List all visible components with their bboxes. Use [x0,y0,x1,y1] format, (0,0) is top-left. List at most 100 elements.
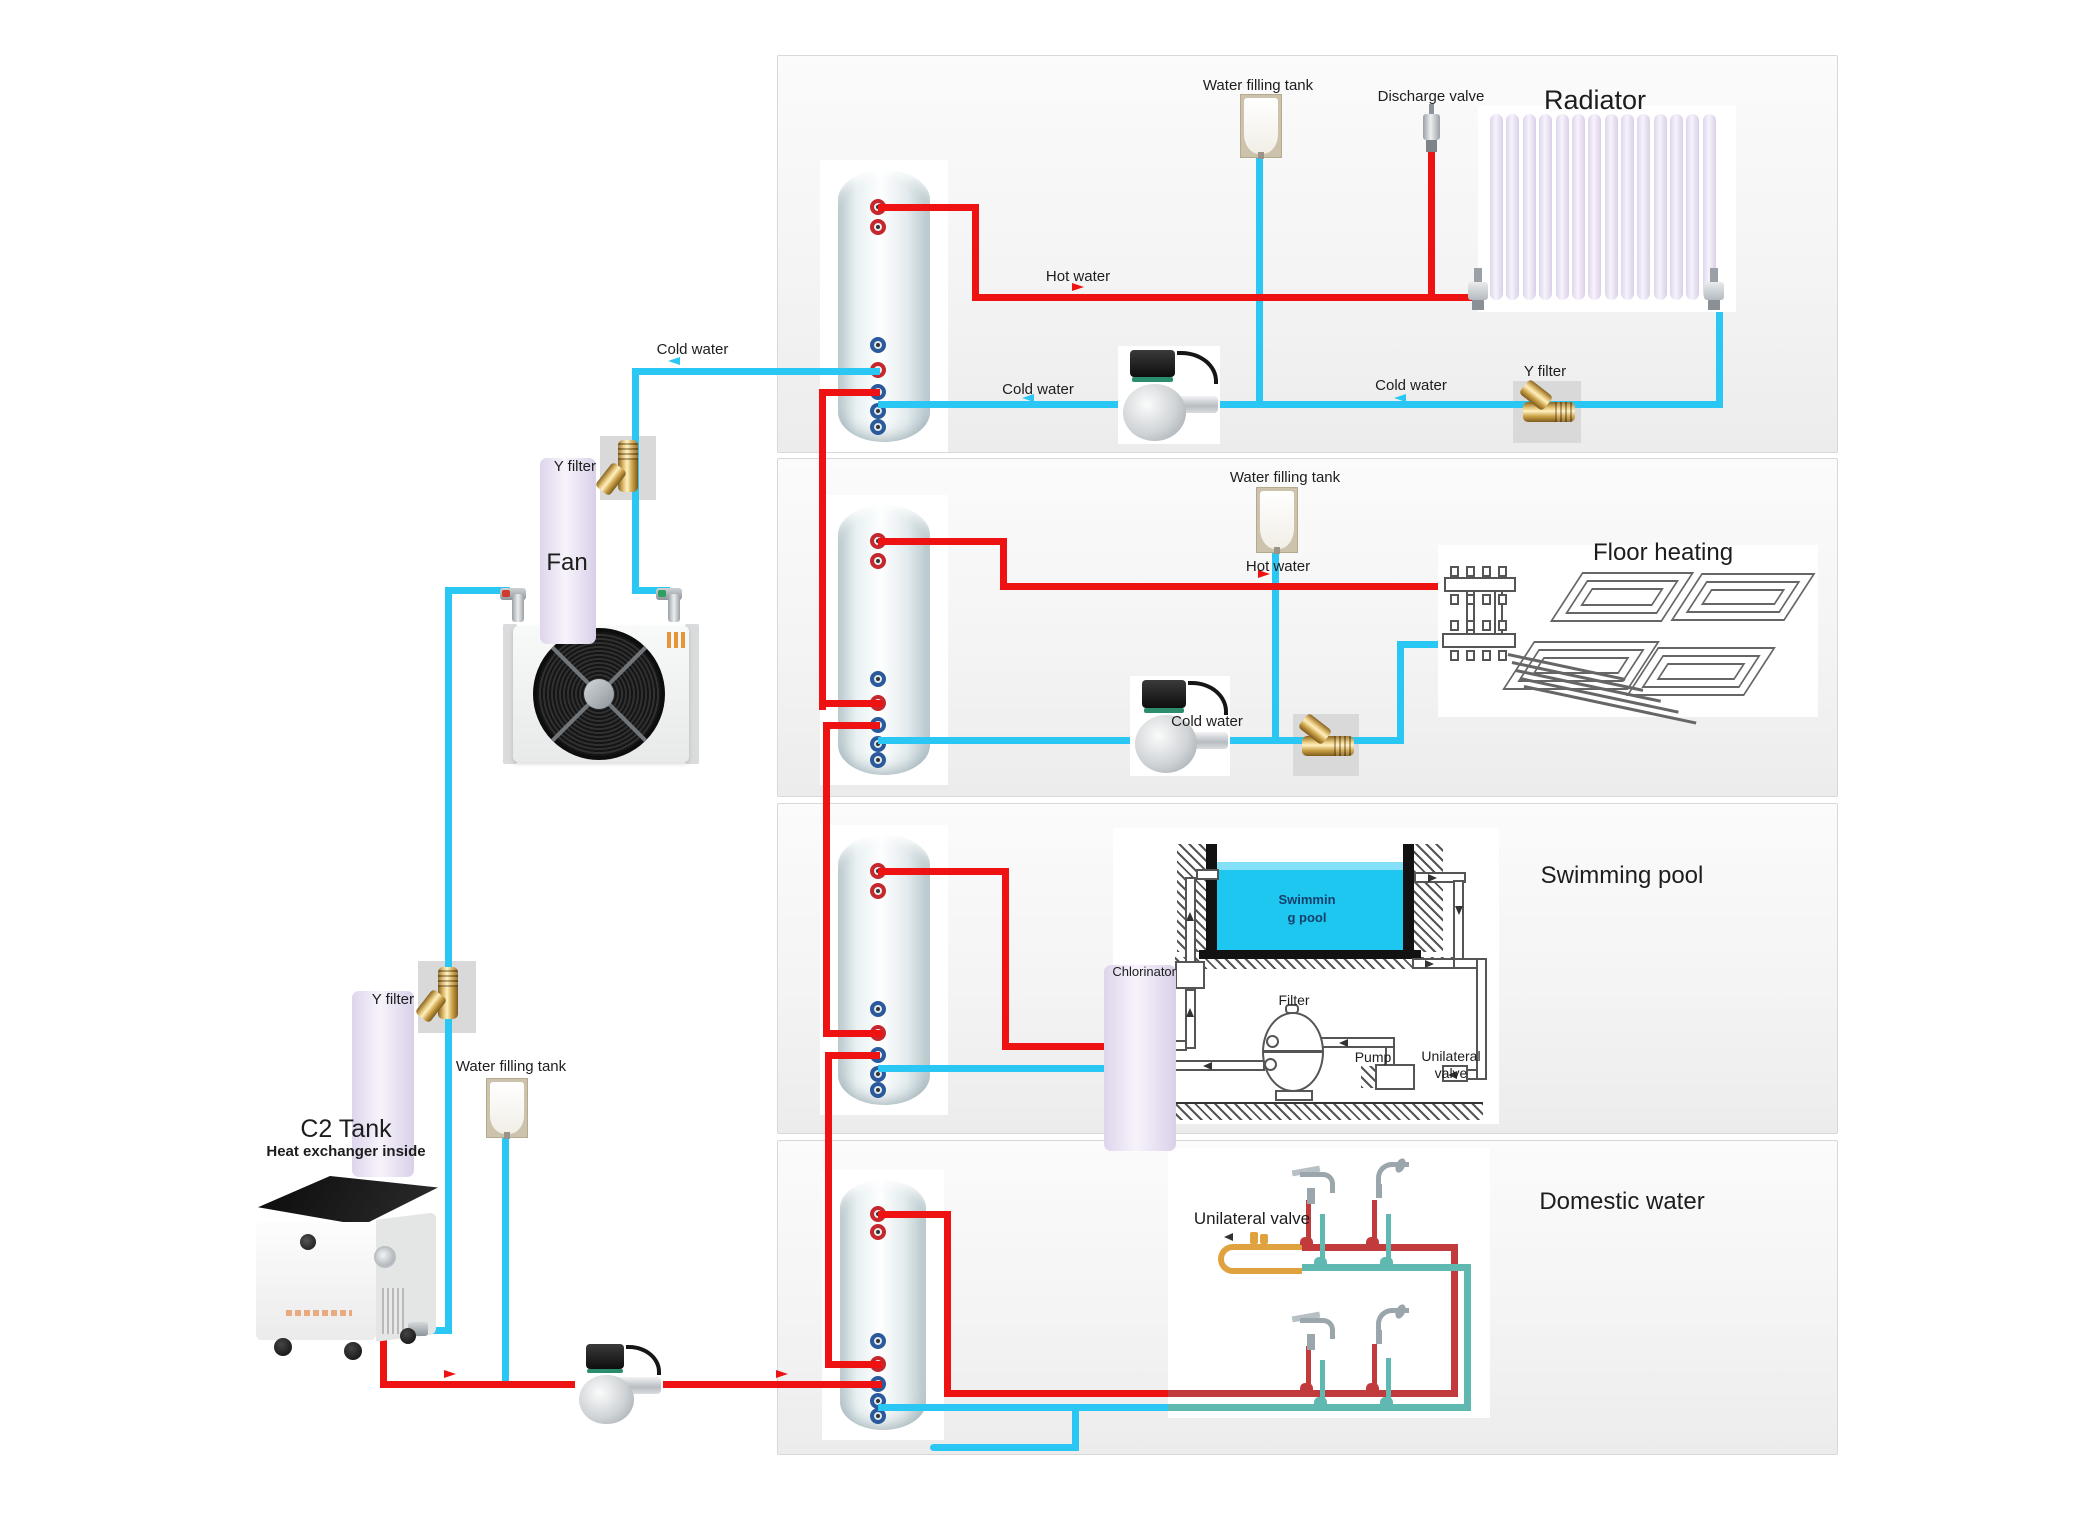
fan-label: Fan [546,549,588,576]
manifold-bar [1442,633,1516,648]
pump-gasket [587,1368,623,1373]
return-trunk-pipe [824,722,880,729]
discharge-valve-pipe [1428,152,1435,301]
pump-body [1123,384,1187,442]
cold-pipe [1072,1404,1079,1451]
pump-body [1135,715,1197,773]
hot-pipe [944,1390,1172,1397]
pool-pump-body [1375,1064,1415,1090]
water-filling-tank [1256,487,1298,554]
faucet-icon [1291,1311,1344,1352]
pump-motor [1130,349,1176,378]
return-trunk-pipe [825,1361,882,1368]
circulation-pump [1130,676,1230,776]
fan-logo [667,632,687,648]
cold-water-label: Cold water [1002,381,1074,398]
water-filling-pipe [1272,552,1279,744]
pump-gasket [1132,377,1174,383]
cold-pipe [632,587,670,594]
domestic-water-title: Domestic water [1539,1188,1705,1215]
c2-tank-unit [248,1170,444,1360]
c2-tank-subtitle: Heat exchanger inside [266,1143,426,1160]
hot-pipe [972,294,1476,301]
pool-water [1217,862,1403,950]
pump-gasket [1144,708,1184,713]
tank-port [870,1001,887,1018]
filter-base [1275,1090,1313,1101]
nozzle [1258,152,1264,159]
tank-port [869,1223,886,1240]
nozzle [1274,547,1280,554]
flow-arrow-left [668,357,680,365]
cold-water-inlet-pipe [930,1444,1079,1451]
hot-pipe [1000,583,1449,590]
caster-wheel [400,1328,416,1344]
tank-port [870,337,887,354]
return-trunk-pipe [825,1052,832,1368]
pump-label: Pump [1354,1049,1392,1065]
buffer-tank-3 [838,835,930,1105]
water-filling-tank-label: Water filling tank [1229,469,1341,486]
radiator-title: Radiator [1543,85,1647,115]
pump-cable [625,1345,662,1376]
filter-label: Filter [1278,992,1310,1008]
hot-pipe [878,204,979,211]
flow-arrow-right [1072,283,1084,291]
return-trunk-pipe [826,1052,880,1059]
tank-port [870,671,887,688]
swimming-pool-title: Swimming pool [1540,862,1704,889]
flow-arrow-right [1258,570,1270,578]
cold-pipe [1397,641,1404,744]
pool-text-line2: g pool [1287,910,1327,925]
pump-motor [585,1344,625,1369]
faucet-icon [1291,1165,1344,1206]
tank-port [869,1408,886,1425]
c2-front-panel [256,1222,376,1340]
y-filter-label: Y filter [352,991,414,1177]
hot-pipe [878,868,1009,875]
c2-control-dial [300,1234,316,1250]
y-filter [594,438,656,498]
caster-wheel [274,1338,292,1356]
pool-text-line1: Swimmin [1278,892,1336,907]
flask [1260,491,1294,549]
shower-icon [1366,1302,1418,1348]
nozzle [504,1132,510,1139]
water-filling-tank [486,1078,528,1139]
return-trunk-pipe [819,389,826,710]
pump-cable [1177,350,1218,385]
cold-water-label: Cold water [656,341,729,358]
flow-arrow-right [776,1370,788,1378]
y-filter [1296,712,1356,776]
tank-port [870,218,887,235]
fan-unit [503,618,699,770]
water-filling-tank-label: Water filling tank [1202,77,1314,94]
pump-cable [1188,681,1228,715]
c2-vent-grille [382,1288,404,1334]
y-filter-brass [1517,378,1577,443]
tank-port [870,419,887,436]
cold-pipe [445,587,452,1334]
hot-water-label: Hot water [1045,268,1111,285]
hot-pipe [944,1211,951,1397]
cold-pipe [635,368,880,375]
pool-pump-motor [1361,1066,1377,1088]
y-filter-brass [414,965,476,1029]
y-filter-brass [1296,712,1356,776]
unilateral-valve-label: Unilateral valve [1193,1209,1311,1228]
floor-heating-title: Floor heating [1592,539,1734,566]
tank-port [870,1082,887,1099]
y-filter [1516,378,1578,443]
pump-body [579,1374,634,1425]
swimming-pool-diagram [1113,828,1499,1124]
circulation-pump [575,1341,663,1427]
floor-heating-diagram [1438,545,1818,725]
water-filling-tank-label: Water filling tank [455,1058,567,1075]
radiator-valve [1464,268,1492,312]
hot-pipe [972,204,979,301]
domestic-cold-main [1168,1404,1471,1411]
cold-pipe [878,1065,1117,1072]
flow-arrow-left [1022,394,1034,402]
y-filter-label: Y filter [1523,363,1567,380]
